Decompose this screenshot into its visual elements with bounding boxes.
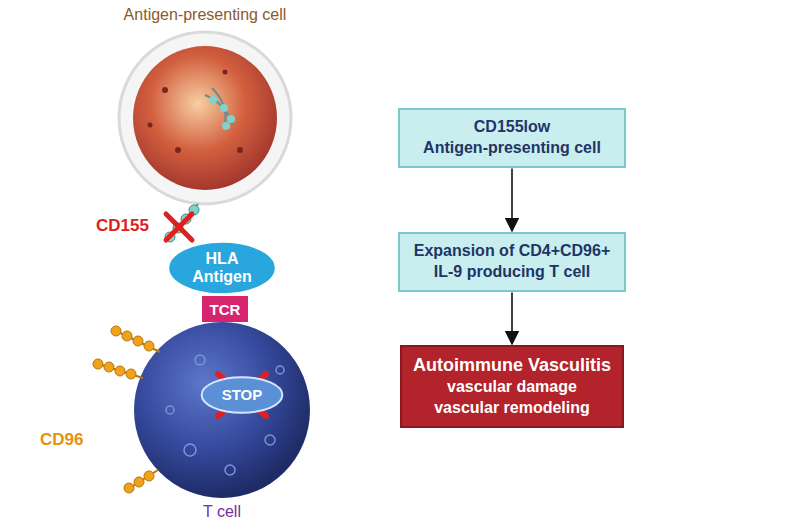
node-subtext: IL-9 producing T cell [408,262,616,283]
cd96-stalk [116,331,160,352]
t-cell-texture [225,465,235,475]
cd96-bead [104,362,114,372]
process-box: CD155lowAntigen-presenting cell [398,108,626,168]
cell-label: Antigen-presenting cell [55,6,355,24]
t-cell-texture [195,355,205,365]
t-cell-texture [166,406,174,414]
cd96-molecule [93,326,160,493]
apc-granule [227,115,235,123]
apc-pore [237,147,243,153]
apc-granule [222,122,230,130]
red-cross [166,214,192,240]
cd96-bead [111,326,121,336]
cd96-bead [93,359,103,369]
apc-pore [175,147,181,153]
t-cell-texture [276,366,284,374]
cd96-bead [133,336,143,346]
process-box: Expansion of CD4+CD96+IL-9 producing T c… [398,232,626,292]
cell-label: T cell [72,503,372,521]
t-cell [134,322,310,498]
cd155-molecule [165,204,199,242]
t-cell-texture [184,444,196,456]
t-cell-texture [265,435,275,445]
node-text: STOP [222,386,263,403]
t-cell-body [134,322,310,498]
node-text: HLA Antigen [185,250,259,287]
node-subtext: vascular remodeling [410,398,614,419]
flow-arrow [511,293,513,344]
stop-oval-shape [202,377,283,413]
node-subtext: vascular damage [410,377,614,398]
node-subtext: Antigen-presenting cell [408,138,616,159]
outcome-box: Autoimmune Vasculitisvascular damagevasc… [400,345,624,428]
apc-pore [148,123,153,128]
node-text: CD155low [408,117,616,138]
cd96-bead [122,331,132,341]
cd96-bead [124,483,134,493]
stop-oval: STOP [200,376,284,414]
apc-granule [220,104,228,112]
flow-arrow [511,169,513,231]
cd96-bead [126,369,136,379]
cd96-bead [115,366,125,376]
cd96-bead [134,477,144,487]
molecule-label: CD96 [40,430,83,450]
receptor-box: TCR [202,296,248,322]
node-text: Expansion of CD4+CD96+ [408,241,616,262]
apc-cell [119,32,291,204]
molecule-ellipse-shape [168,242,276,295]
apc-pore [162,87,168,93]
apc-pore [223,70,228,75]
apc-granule [209,96,217,104]
cd96-bead [144,341,154,351]
apc-body [133,46,277,190]
molecule-label: CD155 [96,216,149,236]
molecule-ellipse: HLA Antigen [166,240,278,296]
node-text: TCR [210,301,241,318]
node-text: Autoimmune Vasculitis [410,354,614,377]
apc-membrane [119,32,291,204]
cd96-bead [144,471,154,481]
